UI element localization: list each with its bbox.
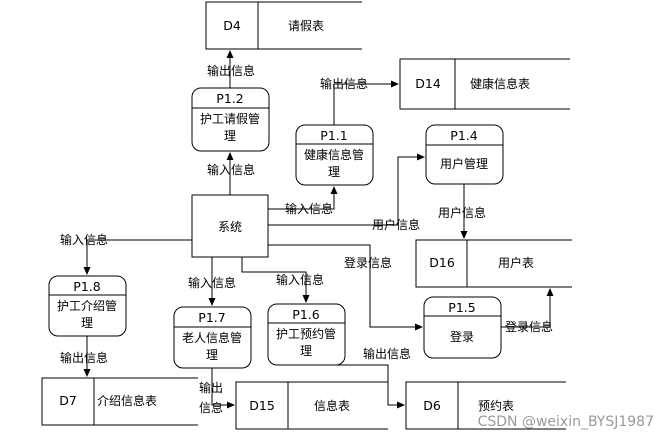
process-p1-2-name-1: 护工请假管 bbox=[200, 111, 260, 126]
store-d15: D15 信息表 bbox=[235, 381, 388, 430]
process-p1-8-id: P1.8 bbox=[73, 279, 100, 294]
store-d16-id: D16 bbox=[429, 255, 455, 270]
process-p1-1-name-2: 理 bbox=[328, 165, 340, 179]
flow-label: 输出信息 bbox=[207, 63, 255, 78]
store-d16: D16 用户表 bbox=[415, 239, 572, 288]
store-d7: D7 介绍信息表 bbox=[41, 377, 198, 426]
process-p1-7-name-1: 老人信息管 bbox=[182, 330, 242, 345]
entity-system-label: 系统 bbox=[218, 220, 242, 234]
flow-p17-to-d15: 输出 信息 bbox=[199, 368, 235, 415]
flow-label: 输入信息 bbox=[285, 201, 333, 216]
flow-label: 输入信息 bbox=[60, 232, 108, 247]
flow-label: 登录信息 bbox=[344, 255, 392, 270]
flow-system-to-p12: 输入信息 bbox=[207, 152, 255, 195]
store-d14-name: 健康信息表 bbox=[470, 76, 530, 91]
process-p1-6-name-2: 理 bbox=[300, 344, 312, 358]
store-d7-id: D7 bbox=[59, 393, 77, 408]
flow-system-to-p11: 输入信息 bbox=[268, 186, 338, 216]
store-d6-name: 预约表 bbox=[478, 398, 514, 413]
flow-system-to-p15: 登录信息 bbox=[268, 244, 423, 331]
store-d15-id: D15 bbox=[249, 398, 275, 413]
process-p1-2: P1.2 护工请假管 理 bbox=[191, 87, 270, 152]
process-p1-6-name-1: 护工预约管 bbox=[276, 326, 336, 341]
flow-p14-to-d16: 用户信息 bbox=[438, 184, 486, 239]
flow-system-to-p16: 输入信息 bbox=[241, 257, 324, 303]
process-p1-8-name-2: 理 bbox=[81, 316, 93, 330]
process-p1-6-id: P1.6 bbox=[292, 307, 319, 322]
flow-p12-to-d4: 输出信息 bbox=[207, 50, 255, 88]
store-d7-name: 介绍信息表 bbox=[97, 393, 157, 408]
flow-label: 输出信息 bbox=[320, 76, 368, 91]
store-d16-name: 用户表 bbox=[498, 255, 534, 270]
flow-system-to-p17: 输入信息 bbox=[188, 257, 236, 306]
process-p1-5: P1.5 登录 bbox=[423, 296, 502, 359]
flow-p16-to-d6: 输出信息 bbox=[306, 346, 411, 409]
flow-label: 用户信息 bbox=[372, 217, 420, 232]
process-p1-6: P1.6 护工预约管 理 bbox=[267, 303, 346, 366]
process-p1-4-id: P1.4 bbox=[450, 128, 477, 143]
store-d4: D4 请假表 bbox=[205, 1, 362, 50]
store-d4-id: D4 bbox=[223, 18, 241, 33]
flow-label: 输出信息 bbox=[60, 350, 108, 365]
flow-label: 登录信息 bbox=[505, 319, 553, 334]
flow-p15-to-d16: 登录信息 bbox=[501, 288, 554, 334]
process-p1-7-id: P1.7 bbox=[198, 310, 225, 325]
flow-system-to-p18: 输入信息 bbox=[60, 232, 192, 275]
flow-label-2: 信息 bbox=[199, 400, 223, 415]
process-p1-8: P1.8 护工介绍管 理 bbox=[48, 275, 127, 337]
process-p1-2-id: P1.2 bbox=[216, 91, 243, 106]
flow-label: 用户信息 bbox=[438, 205, 486, 220]
flow-label: 输入信息 bbox=[207, 162, 255, 177]
process-p1-1-name-1: 健康信息管 bbox=[304, 147, 364, 162]
flow-label: 输入信息 bbox=[276, 272, 324, 287]
process-p1-8-name-1: 护工介绍管 bbox=[57, 298, 117, 313]
process-p1-7-name-2: 理 bbox=[206, 348, 218, 362]
process-p1-4: P1.4 用户管理 bbox=[425, 124, 504, 185]
process-p1-5-name: 登录 bbox=[450, 329, 474, 344]
flow-p18-to-d7: 输出信息 bbox=[60, 336, 108, 377]
store-d14: D14 健康信息表 bbox=[399, 58, 570, 110]
flow-label: 输入信息 bbox=[188, 275, 236, 290]
process-p1-1: P1.1 健康信息管 理 bbox=[295, 124, 374, 186]
process-p1-4-name: 用户管理 bbox=[440, 156, 488, 171]
watermark-text: CSDN @weixin_BYSJ1987 bbox=[478, 414, 654, 430]
flow-p11-to-d14: 输出信息 bbox=[320, 76, 399, 125]
process-p1-5-id: P1.5 bbox=[448, 300, 475, 315]
store-d6: D6 预约表 bbox=[405, 381, 566, 430]
process-p1-7: P1.7 老人信息管 理 bbox=[173, 306, 252, 369]
flow-system-to-p14: 用户信息 bbox=[268, 153, 425, 232]
process-p1-1-id: P1.1 bbox=[320, 128, 347, 143]
process-p1-2-name-2: 理 bbox=[224, 129, 236, 143]
store-d15-name: 信息表 bbox=[314, 398, 350, 413]
flow-label-1: 输出 bbox=[199, 380, 223, 395]
entity-system: 系统 bbox=[191, 194, 269, 258]
flow-label: 输出信息 bbox=[363, 346, 411, 361]
store-d6-id: D6 bbox=[423, 398, 441, 413]
store-d14-id: D14 bbox=[415, 76, 441, 91]
store-d4-name: 请假表 bbox=[288, 19, 324, 33]
